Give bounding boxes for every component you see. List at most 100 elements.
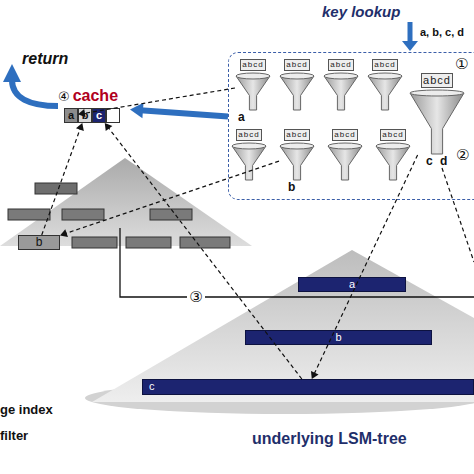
funnel-body <box>236 76 270 110</box>
key-list: a, b, c, d <box>420 26 464 38</box>
funnel-shape <box>375 142 411 181</box>
funnel-rim <box>232 143 266 149</box>
arrow-head <box>60 229 68 237</box>
legend-text: filter <box>0 428 28 443</box>
funnel-rim <box>328 143 362 149</box>
page-key: b <box>36 235 43 249</box>
legend-text: ge index <box>0 402 53 417</box>
funnel-body <box>368 76 402 110</box>
lookup-arrow-head <box>402 41 418 51</box>
funnel-body <box>410 93 464 154</box>
filter-label-row: abcd <box>375 129 411 141</box>
lsm-title: underlying LSM-tree <box>252 430 407 448</box>
funnel-shape <box>367 72 403 111</box>
lsm-level-bar: c <box>142 379 474 395</box>
lookup-arrow <box>408 22 413 42</box>
filter-bits: abcd <box>328 59 353 71</box>
funnel-rim <box>236 73 270 79</box>
heading-text: key lookup <box>322 3 400 20</box>
key-letter: a <box>238 110 245 124</box>
filter-bits: abcd <box>284 59 309 71</box>
filter-bits: abcd <box>380 129 405 141</box>
funnel-rim <box>410 90 464 96</box>
index-page <box>126 237 171 248</box>
return-arrow <box>12 80 58 106</box>
funnel-rim <box>376 143 410 149</box>
funnel-rim <box>280 143 314 149</box>
level-key: b <box>335 331 341 343</box>
funnel-shape <box>235 72 271 111</box>
filter-group: ①abcdabcdabcdabcdabcdabcdabcdabcdabcd <box>228 52 474 200</box>
arrow-head <box>311 371 319 379</box>
filter-label-row: abcd <box>279 59 315 71</box>
filter-funnel: abcd <box>235 59 271 111</box>
filter-label-row: abcd <box>367 59 403 71</box>
filter-bits: abcd <box>372 59 397 71</box>
funnel-shape <box>279 72 315 111</box>
filter-label-row: abcd <box>279 129 315 141</box>
filter-label-row: abcd <box>235 59 271 71</box>
arrow-head <box>105 123 113 131</box>
cache-cell: c <box>92 108 106 123</box>
connector <box>42 128 81 235</box>
return-arrow-head <box>3 64 21 82</box>
index-page-box: b <box>18 235 60 250</box>
cell-key: a <box>68 109 74 121</box>
funnel-shape <box>323 72 359 111</box>
funnel-body <box>280 76 314 110</box>
funnel-rim <box>368 73 402 79</box>
callout-number: ④ <box>58 89 70 104</box>
filter-funnel: abcd <box>409 73 465 155</box>
filter-funnel: abcd <box>231 129 267 181</box>
funnel-body <box>232 146 266 180</box>
callout-number: ③ <box>187 288 205 306</box>
key-letter: c <box>426 154 433 168</box>
lookup-path-line <box>120 228 474 297</box>
funnel-body <box>328 146 362 180</box>
funnel-body <box>376 146 410 180</box>
filter-bits: abcd <box>332 129 357 141</box>
lsm-triangle <box>92 250 474 402</box>
connector <box>108 127 302 379</box>
connector <box>65 161 279 233</box>
filter-bits: abcd <box>240 59 265 71</box>
key-letter: d <box>440 154 447 168</box>
filter-label-row: abcd <box>409 73 465 88</box>
dashed-leader <box>442 168 474 262</box>
callout-number: ① <box>455 55 468 73</box>
funnel-body <box>324 76 358 110</box>
index-page <box>150 209 192 220</box>
index-page <box>180 237 230 248</box>
filter-label-row: abcd <box>327 129 363 141</box>
filter-funnel: abcd <box>323 59 359 111</box>
filter-funnel: abcd <box>367 59 403 111</box>
cache-heading: ④cache <box>58 86 118 107</box>
index-page <box>8 209 50 220</box>
filter-label-row: abcd <box>231 129 267 141</box>
arrow-head <box>76 123 84 131</box>
lsm-level-bar: a <box>298 277 406 292</box>
filter-funnel: abcd <box>279 59 315 111</box>
funnel-shape <box>279 142 315 181</box>
filter-funnel: abcd <box>375 129 411 181</box>
filter-funnel: abcd <box>279 129 315 181</box>
key-letter: b <box>288 180 295 194</box>
index-page <box>35 183 77 194</box>
cache-cell: a <box>64 108 78 123</box>
filter-bits: abcd <box>421 73 453 88</box>
connector <box>140 110 228 116</box>
filter-label-row: abcd <box>323 59 359 71</box>
funnel-rim <box>324 73 358 79</box>
funnel-body <box>280 146 314 180</box>
index-triangle <box>0 158 252 246</box>
callout-number: ② <box>456 146 469 164</box>
index-page <box>72 237 117 248</box>
lsm-level-bar: b <box>245 330 432 345</box>
filter-bits: abcd <box>236 129 261 141</box>
cache-cell-empty <box>106 108 120 123</box>
funnel-rim <box>280 73 314 79</box>
cache-box: ④cacheabc <box>58 86 130 128</box>
